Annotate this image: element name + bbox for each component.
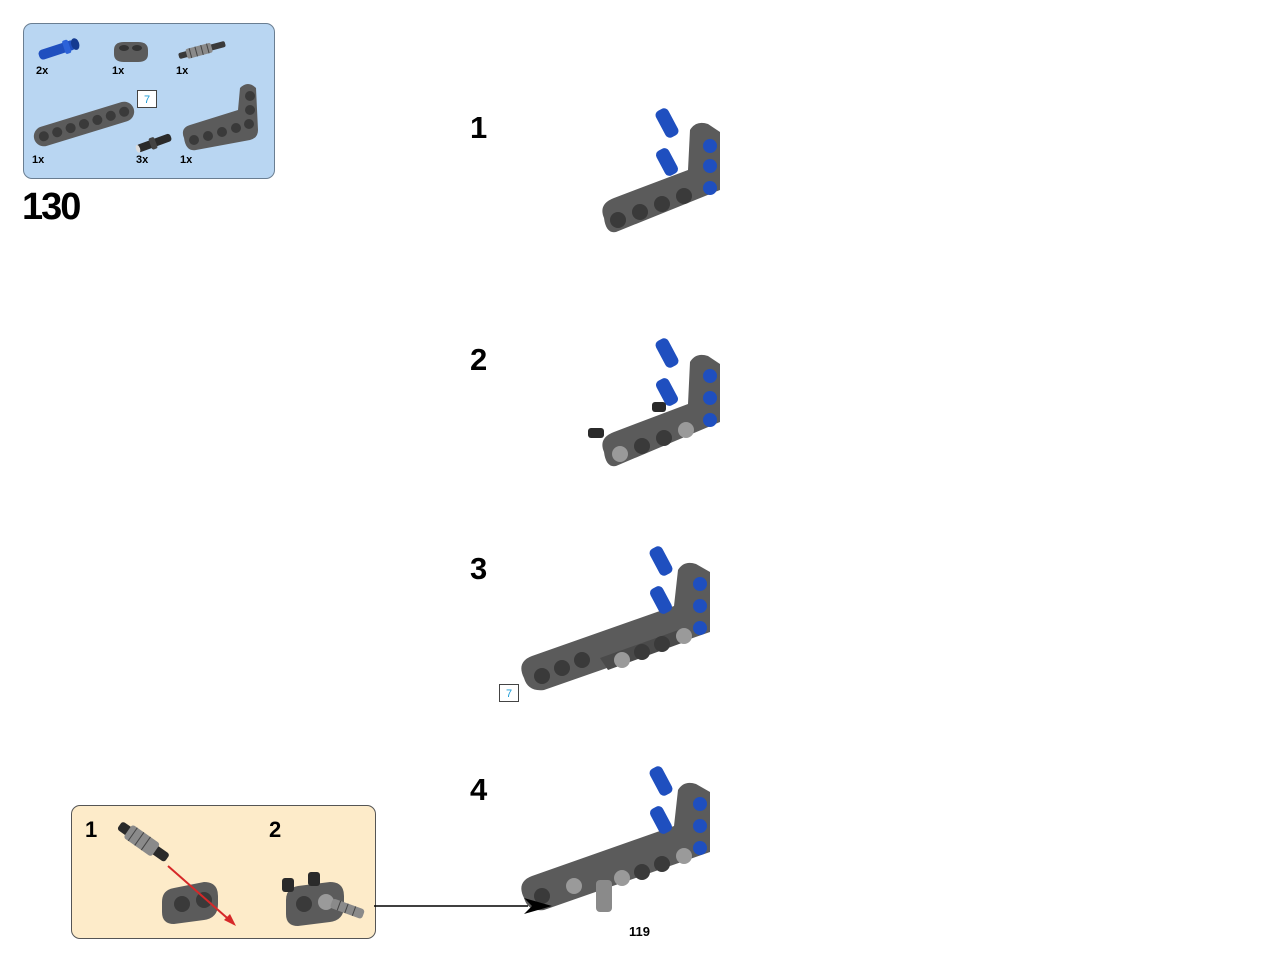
beam-part-icon [33,101,135,147]
page-number: 119 [629,924,650,939]
callout-step-number: 1 [85,817,98,842]
substep-3-model [521,546,710,691]
substep-number: 1 [470,110,488,145]
part-qty: 2x [36,65,49,77]
connector-part-icon [114,42,148,62]
parts-list-panel: 2x 1x 1x 7 1x [23,23,275,179]
callout-step-number: 2 [269,817,282,842]
friction-pin-icon [135,133,172,153]
part-qty: 3x [136,154,149,166]
part-qty: 1x [112,65,125,77]
substep-1-model [602,108,720,233]
substep-number: 4 [470,772,488,807]
part-qty: 1x [176,65,189,77]
substep-number: 3 [470,551,488,586]
callout-result-part [282,872,365,926]
substep-2-model [588,338,720,467]
l-beam-part-icon [182,84,258,151]
sub-assembly-callout: 1 2 [71,805,376,939]
blue-axle-pin-icon [38,38,80,60]
part-qty: 1x [32,154,45,166]
part-qty: 1x [180,154,193,166]
axle-part-icon [178,41,226,59]
substep-number: 2 [470,342,488,377]
callout-pointer-arrow [374,898,552,914]
length-badge: 7 [499,684,519,702]
callout-axle-into-connector [117,822,236,926]
length-badge: 7 [137,90,157,108]
step-number: 130 [22,186,81,228]
substep-4-model [521,766,710,912]
